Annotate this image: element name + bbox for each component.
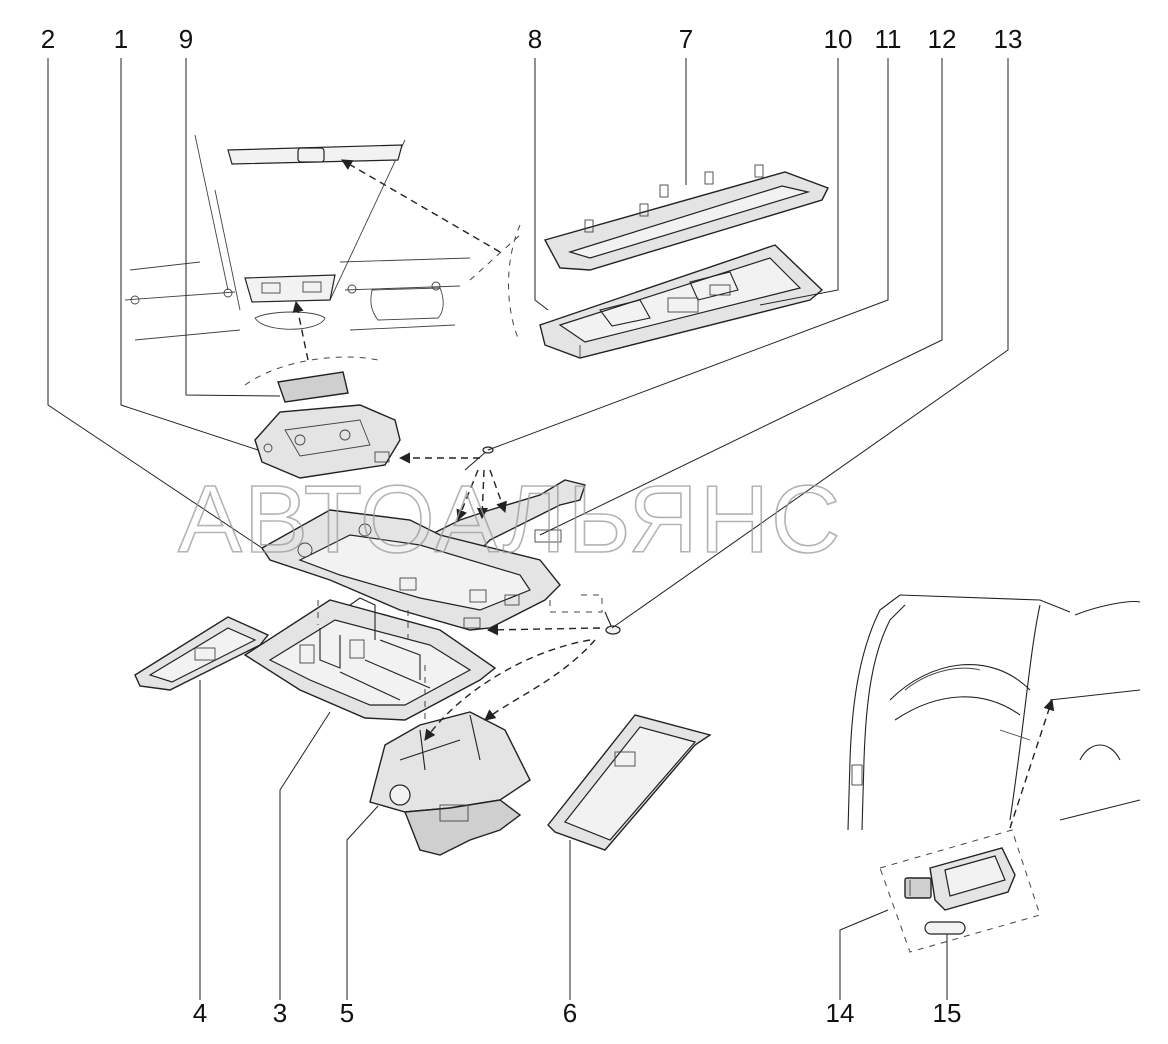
callout-4: 4 xyxy=(193,998,207,1028)
callout-6: 6 xyxy=(563,998,577,1028)
callout-10: 10 xyxy=(824,24,853,54)
part-3-console-frame xyxy=(243,597,497,721)
callout-3: 3 xyxy=(273,998,287,1028)
callout-2: 2 xyxy=(41,24,55,54)
part-8-lamp-housing xyxy=(539,244,824,359)
callout-15: 15 xyxy=(933,998,962,1028)
part-2-headliner-panel xyxy=(260,509,561,631)
callout-8: 8 xyxy=(528,24,542,54)
rear-cargo-context xyxy=(847,594,1141,831)
leader-lines xyxy=(47,58,1009,1000)
callout-1: 1 xyxy=(114,24,128,54)
callout-9: 9 xyxy=(179,24,193,54)
callout-12: 12 xyxy=(928,24,957,54)
callout-11: 11 xyxy=(875,24,902,54)
part-1-mounting-bracket xyxy=(254,404,401,479)
vehicle-ceiling-context xyxy=(124,134,521,386)
part-4-lens-cover xyxy=(134,616,270,691)
part-9-cover-pad xyxy=(277,371,349,403)
watermark-text: АВТОАЛЬЯНС xyxy=(178,466,842,573)
part-5-lamp-unit xyxy=(369,711,531,856)
part-7-trim-frame xyxy=(543,164,829,271)
part-14-lamp-assembly xyxy=(879,829,1041,953)
callout-13: 13 xyxy=(994,24,1023,54)
part-13-screw xyxy=(604,611,621,635)
callout-labels: 2 1 9 8 7 10 11 12 13 4 3 5 6 14 15 xyxy=(41,24,1023,1028)
callout-14: 14 xyxy=(826,998,855,1028)
callout-5: 5 xyxy=(340,998,354,1028)
part-15-bulb xyxy=(924,921,966,935)
part-6-lens-plate xyxy=(547,714,712,851)
callout-7: 7 xyxy=(679,24,693,54)
